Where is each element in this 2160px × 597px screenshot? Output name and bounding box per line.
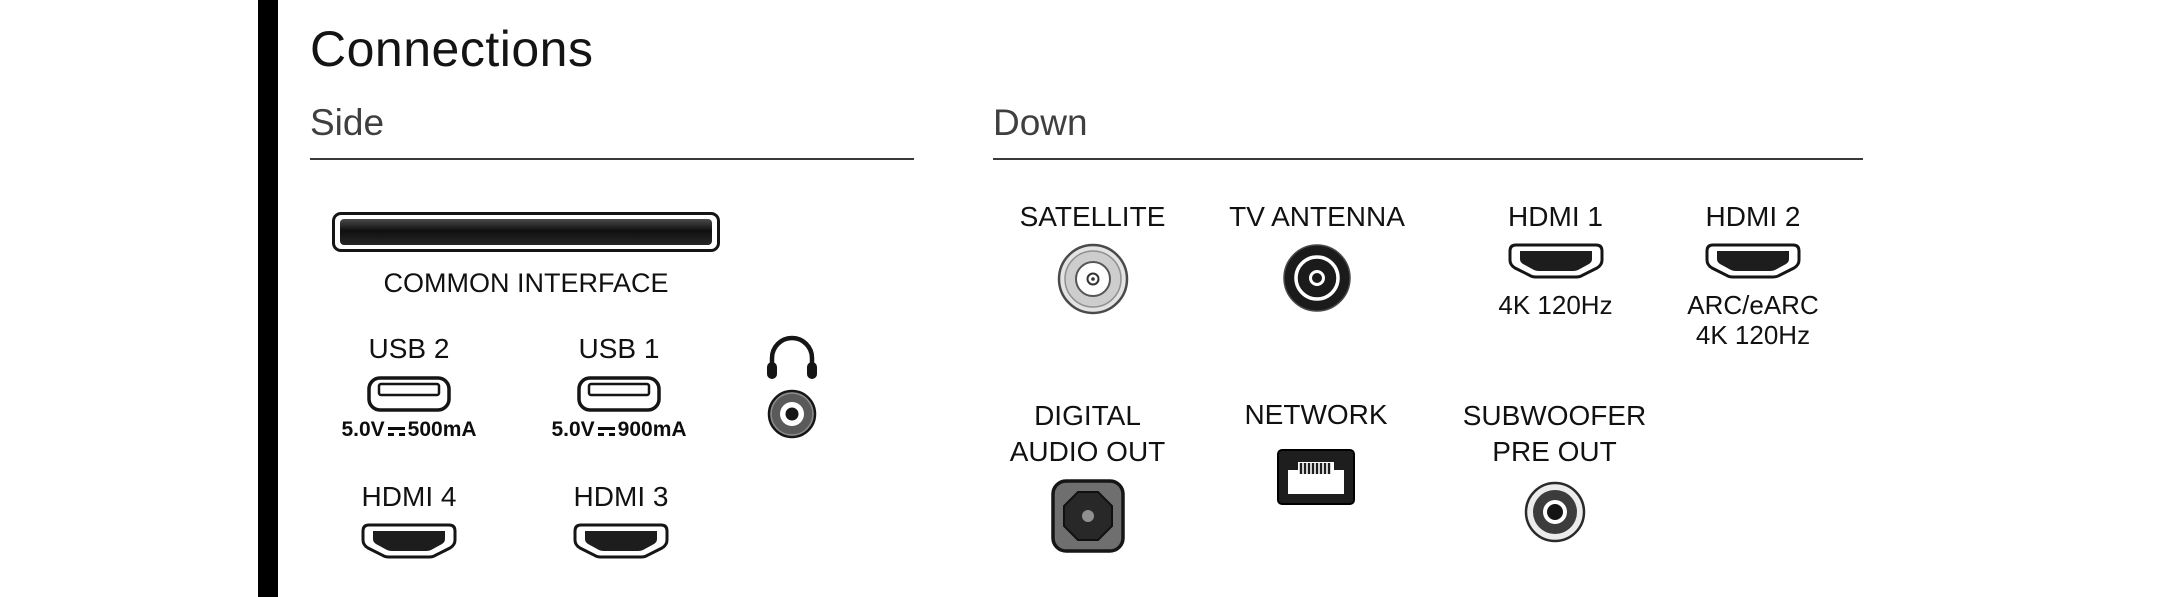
satellite-label: SATELLITE: [1019, 201, 1166, 232]
headphones-icon: [767, 335, 817, 379]
network-port-group: NETWORK: [1226, 398, 1406, 506]
side-section-heading: Side: [310, 102, 385, 143]
usb-port-icon: [367, 376, 451, 412]
usb1-current: 900mA: [617, 418, 687, 441]
hdmi2-spec-arc: ARC/eARC: [1687, 290, 1819, 320]
subwoofer-rca-connector-icon: [1524, 481, 1585, 543]
usb1-label: USB 1: [578, 333, 660, 364]
usb2-power-spec: 5.0V 500mA: [341, 418, 476, 442]
common-interface-slot-opening: [340, 219, 712, 245]
subwoofer-label-line2: PRE OUT: [1492, 436, 1617, 467]
usb2-label: USB 2: [368, 333, 450, 364]
dc-symbol-icon: [597, 425, 615, 437]
ethernet-port-icon: [1277, 449, 1355, 505]
common-interface-slot-icon: [332, 212, 720, 252]
hdmi-port-icon: [573, 523, 669, 559]
subwoofer-label-line1: SUBWOOFER: [1462, 400, 1647, 431]
page-edge-bar: [258, 0, 278, 597]
tv-antenna-label: TV ANTENNA: [1229, 201, 1405, 232]
usb1-voltage: 5.0V: [551, 418, 595, 441]
usb2-voltage: 5.0V: [341, 418, 385, 441]
hdmi1-port-group: HDMI 1 4K 120Hz: [1478, 200, 1633, 320]
hdmi3-port-group: HDMI 3: [549, 480, 693, 562]
satellite-connector-icon: [1057, 243, 1128, 315]
hdmi1-label: HDMI 1: [1508, 201, 1603, 232]
hdmi-port-icon: [1705, 243, 1801, 279]
tv-antenna-port-group: TV ANTENNA: [1218, 200, 1416, 314]
usb2-port-group: USB 2 5.0V 500mA: [334, 332, 484, 442]
digital-audio-out-port-group: DIGITAL AUDIO OUT: [995, 398, 1180, 554]
hdmi3-label: HDMI 3: [573, 481, 669, 512]
usb1-power-spec: 5.0V 900mA: [551, 418, 686, 442]
dc-symbol-icon: [387, 425, 405, 437]
common-interface-label: COMMON INTERFACE: [383, 268, 669, 298]
hdmi2-spec-4k: 4K 120Hz: [1695, 320, 1811, 350]
hdmi-port-icon: [1508, 243, 1603, 279]
headphones-port-group: [742, 334, 842, 440]
subwoofer-pre-out-port-group: SUBWOOFER PRE OUT: [1462, 398, 1647, 544]
optical-audio-connector-icon: [1050, 479, 1125, 553]
hdmi2-label: HDMI 2: [1705, 201, 1801, 232]
page-title: Connections: [310, 21, 594, 77]
digital-audio-out-label-line1: DIGITAL: [1034, 400, 1141, 431]
down-section-rule: [993, 158, 1863, 160]
tv-antenna-connector-icon: [1283, 244, 1351, 312]
usb-port-icon: [577, 376, 661, 412]
hdmi1-spec: 4K 120Hz: [1498, 290, 1613, 320]
network-label: NETWORK: [1244, 399, 1388, 430]
usb1-port-group: USB 1 5.0V 900mA: [544, 332, 694, 442]
hdmi4-label: HDMI 4: [361, 481, 457, 512]
hdmi4-port-group: HDMI 4: [337, 480, 481, 562]
digital-audio-out-label-line2: AUDIO OUT: [1009, 436, 1166, 467]
usb2-current: 500mA: [407, 418, 477, 441]
side-section-rule: [310, 158, 914, 160]
hdmi-port-icon: [361, 523, 457, 559]
headphone-jack-icon: [767, 389, 817, 439]
hdmi2-port-group: HDMI 2 ARC/eARC 4K 120Hz: [1672, 200, 1834, 350]
satellite-port-group: SATELLITE: [1005, 200, 1180, 316]
down-section-heading: Down: [993, 102, 1088, 143]
